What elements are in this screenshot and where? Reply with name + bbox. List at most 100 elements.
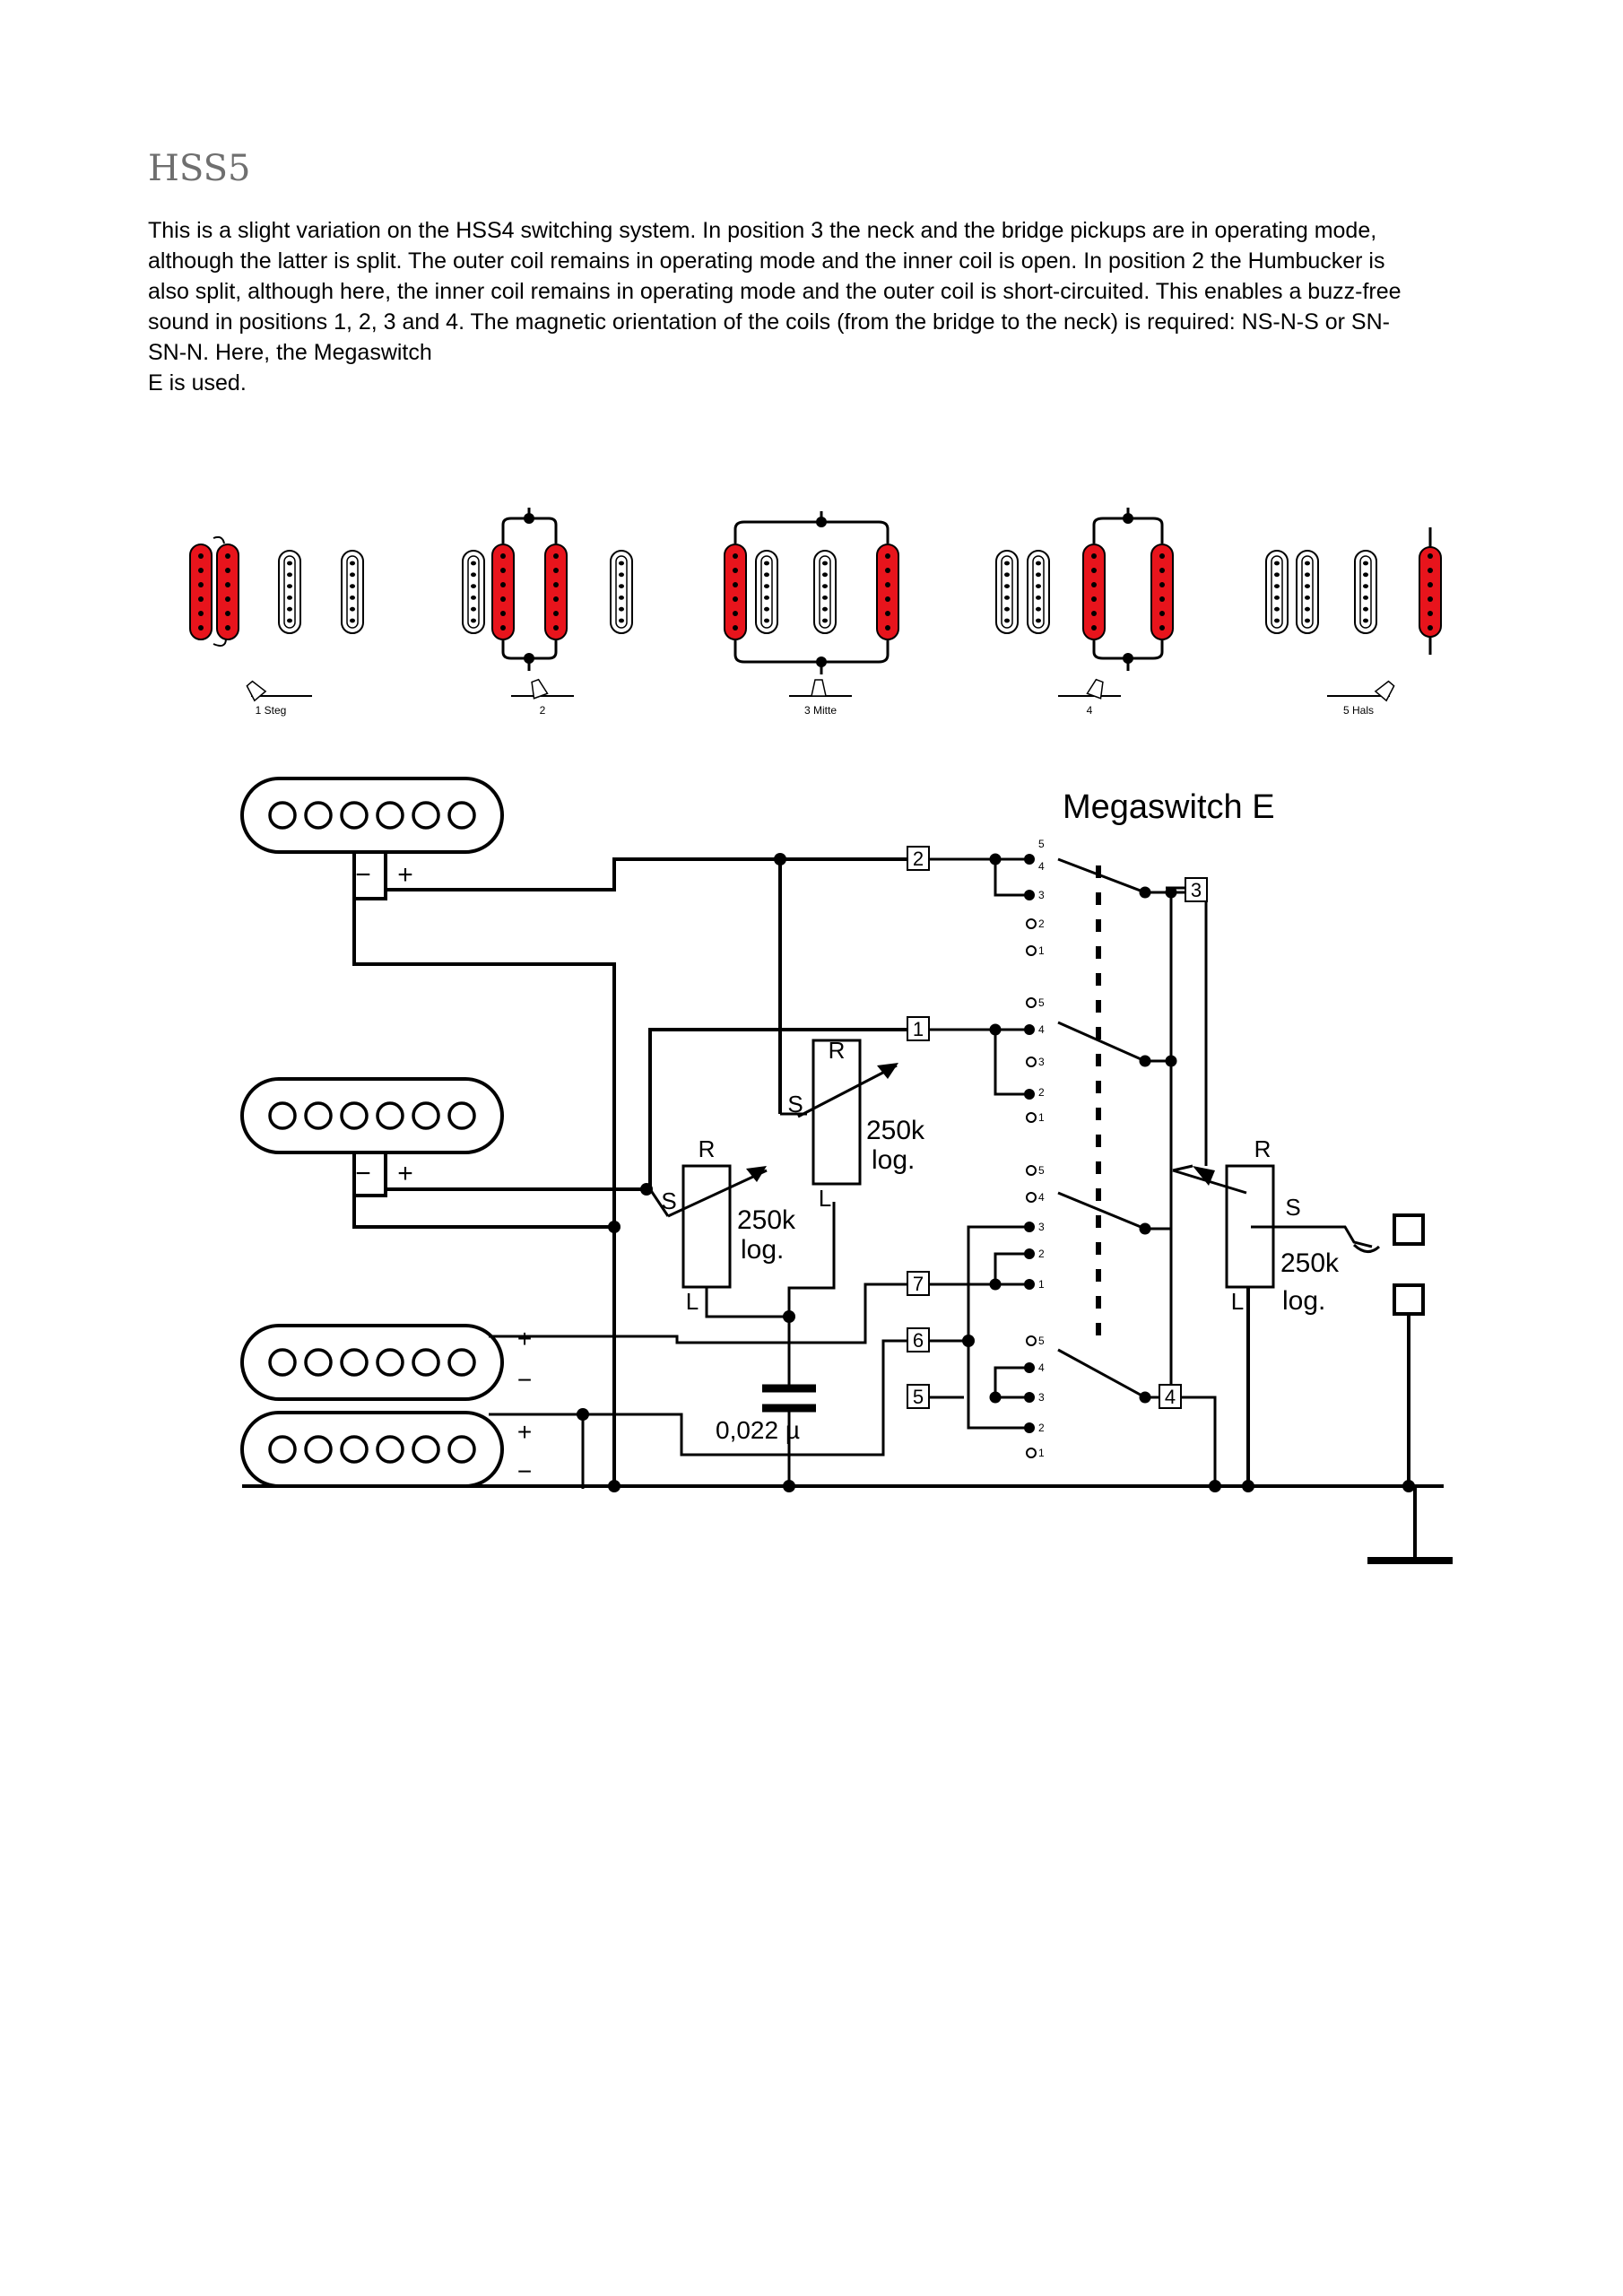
humbucker-coil-bottom xyxy=(240,1411,504,1488)
switch-wafer-c xyxy=(967,1191,1171,1341)
wiring-schematic xyxy=(240,777,1453,1564)
position-label: 2 xyxy=(540,704,546,717)
position-5-diagram: 5 Hals xyxy=(1266,527,1441,717)
tone-pot-2 xyxy=(812,1039,862,1186)
bridge-pickup-outer xyxy=(463,551,484,633)
output-jack-tip xyxy=(1393,1213,1425,1246)
plus-label: + xyxy=(517,1325,532,1352)
middle-pickup-active xyxy=(1083,544,1105,639)
switch-wafer-d xyxy=(962,1335,1217,1486)
terminal-boxes xyxy=(907,846,1208,1409)
contact-number: 4 xyxy=(1038,1361,1045,1374)
contact-number: 1 xyxy=(1038,1111,1045,1124)
pot-pin-l: L xyxy=(819,1185,831,1212)
plus-label: + xyxy=(397,1159,413,1188)
pot-taper: log. xyxy=(1282,1286,1325,1316)
contact-number: 5 xyxy=(1038,1164,1045,1177)
pot-pin-l: L xyxy=(1231,1288,1244,1315)
humbucker-coil-top xyxy=(240,1324,504,1401)
neck-pickup-active xyxy=(1419,547,1441,637)
position-label: 1 Steg xyxy=(256,704,287,717)
terminal-label: 1 xyxy=(913,1018,924,1040)
terminal-label: 7 xyxy=(913,1273,924,1295)
bridge-coil-outer-active xyxy=(725,544,746,639)
contact-number: 1 xyxy=(1038,1278,1045,1291)
terminal-label: 4 xyxy=(1165,1386,1176,1408)
middle-pickup xyxy=(814,551,836,633)
plus-label: + xyxy=(397,860,413,890)
description-line: although the latter is split. The outer … xyxy=(148,248,1385,274)
pot-pin-s: S xyxy=(1285,1194,1300,1221)
capacitor-label: 0,022 µ xyxy=(716,1416,800,1444)
selector-knob-icon xyxy=(243,678,266,701)
contact-number: 3 xyxy=(1038,1056,1045,1068)
bridge-coil-inner xyxy=(756,551,777,633)
plus-label: + xyxy=(517,1418,532,1446)
description-line: SN-N. Here, the Megaswitch xyxy=(148,340,432,365)
middle-pickup xyxy=(1355,551,1376,633)
pot-value: 250k xyxy=(737,1205,796,1235)
switch-wafer-a xyxy=(989,853,1206,1395)
pot-pin-r: R xyxy=(829,1037,846,1064)
pot-pin-l: L xyxy=(686,1288,699,1315)
pot-pin-r: R xyxy=(699,1135,716,1162)
terminal-label: 2 xyxy=(913,848,924,870)
neck-pickup-active xyxy=(1151,544,1173,639)
description-line: This is a slight variation on the HSS4 s… xyxy=(148,218,1377,243)
pot-value: 250k xyxy=(1280,1248,1340,1278)
description-line: sound in positions 1, 2, 3 and 4. The ma… xyxy=(148,309,1390,335)
minus-label: − xyxy=(517,1457,532,1485)
bridge-coil-inner xyxy=(1028,551,1049,633)
tone-pot-1 xyxy=(681,1164,732,1289)
terminal-label: 6 xyxy=(913,1329,924,1352)
contact-number: 2 xyxy=(1038,1086,1045,1099)
description-paragraph: This is a slight variation on the HSS4 s… xyxy=(148,215,1475,398)
switch-open-contacts xyxy=(1026,918,1037,1458)
output-jack-sleeve xyxy=(1393,1283,1425,1316)
bridge-coil-inner-active xyxy=(217,544,239,639)
middle-pickup xyxy=(279,551,300,633)
bridge-coil-inner-active xyxy=(492,544,514,639)
bridge-coil-inner xyxy=(1297,551,1318,633)
bridge-coil-outer xyxy=(1266,551,1288,633)
description-line: also split, although here, the inner coi… xyxy=(148,279,1402,304)
position-4-diagram: 4 xyxy=(996,508,1173,717)
contact-number: 1 xyxy=(1038,1447,1045,1459)
neck-pickup xyxy=(240,777,504,854)
position-3-diagram: 3 Mitte xyxy=(725,511,898,717)
pot-pin-r: R xyxy=(1254,1135,1271,1162)
position-label: 4 xyxy=(1087,704,1093,717)
middle-pickup xyxy=(240,1077,504,1154)
position-label: 5 Hals xyxy=(1343,704,1374,717)
contact-number: 4 xyxy=(1038,1191,1045,1204)
neck-pickup-active xyxy=(877,544,898,639)
selector-knob-icon xyxy=(811,679,827,697)
contact-number: 4 xyxy=(1038,1023,1045,1036)
contact-number: 3 xyxy=(1038,1391,1045,1404)
contact-number: 3 xyxy=(1038,1221,1045,1233)
contact-number: 5 xyxy=(1038,996,1045,1009)
neck-pickup xyxy=(342,551,363,633)
pot-pin-s: S xyxy=(787,1091,803,1118)
terminal-label: 5 xyxy=(913,1386,924,1408)
bridge-coil-outer xyxy=(996,551,1018,633)
description-line: E is used. xyxy=(148,370,247,396)
minus-label: − xyxy=(355,1159,371,1188)
page-title: HSS5 xyxy=(148,148,251,189)
junction-dots xyxy=(577,853,1415,1492)
pot-taper: log. xyxy=(872,1145,915,1175)
contact-number: 1 xyxy=(1038,944,1045,957)
contact-number: 3 xyxy=(1038,889,1045,901)
contact-number: 5 xyxy=(1038,1335,1045,1347)
position-diagrams: 1 Steg 2 3 Mitte xyxy=(190,508,1441,717)
position-label: 3 Mitte xyxy=(804,704,837,717)
position-1-diagram: 1 Steg xyxy=(190,535,363,717)
pot-taper: log. xyxy=(741,1235,784,1265)
contact-number: 4 xyxy=(1038,860,1045,873)
switch-label: Megaswitch E xyxy=(1063,788,1275,826)
bridge-coil-outer-active xyxy=(190,544,212,639)
contact-number: 2 xyxy=(1038,918,1045,930)
neck-pickup xyxy=(611,551,632,633)
minus-label: − xyxy=(517,1366,532,1394)
